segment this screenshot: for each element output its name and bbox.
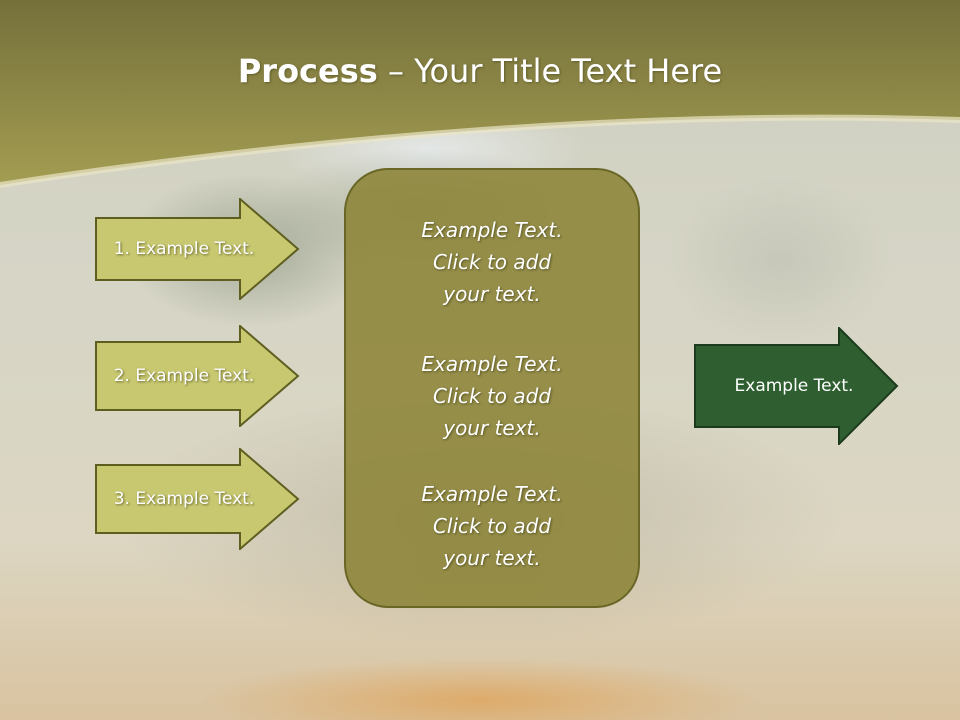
input-arrow-label: 3. Example Text. bbox=[113, 489, 255, 509]
title-bold-part: Process bbox=[237, 52, 378, 90]
center-line: your text. bbox=[443, 282, 541, 306]
slide-title[interactable]: Process – Your Title Text Here bbox=[0, 52, 960, 90]
center-line: Click to add bbox=[432, 250, 552, 274]
center-line: Click to add bbox=[432, 384, 552, 408]
arrow-right-icon bbox=[95, 448, 300, 550]
input-arrow-3[interactable]: 3. Example Text. bbox=[95, 448, 300, 550]
center-text-box[interactable]: Example Text. Click to add your text. Ex… bbox=[344, 168, 640, 608]
input-arrow-label: 2. Example Text. bbox=[113, 366, 255, 386]
center-line: Example Text. bbox=[421, 482, 563, 506]
arrow-right-icon bbox=[694, 327, 899, 445]
input-arrow-label: 1. Example Text. bbox=[113, 239, 255, 259]
center-text-block-3: Example Text. Click to add your text. bbox=[346, 478, 638, 574]
arrow-right-icon bbox=[95, 198, 300, 300]
input-arrow-2[interactable]: 2. Example Text. bbox=[95, 325, 300, 427]
output-arrow[interactable]: Example Text. bbox=[694, 327, 899, 445]
center-line: your text. bbox=[443, 546, 541, 570]
arrow-right-icon bbox=[95, 325, 300, 427]
center-line: Example Text. bbox=[421, 352, 563, 376]
header-band bbox=[0, 0, 960, 188]
center-text-block-1: Example Text. Click to add your text. bbox=[346, 214, 638, 310]
center-line: Click to add bbox=[432, 514, 552, 538]
center-text-block-2: Example Text. Click to add your text. bbox=[346, 348, 638, 444]
output-arrow-label: Example Text. bbox=[734, 376, 854, 396]
center-line: your text. bbox=[443, 416, 541, 440]
title-rest-part: – Your Title Text Here bbox=[377, 52, 723, 90]
input-arrow-1[interactable]: 1. Example Text. bbox=[95, 198, 300, 300]
center-line: Example Text. bbox=[421, 218, 563, 242]
